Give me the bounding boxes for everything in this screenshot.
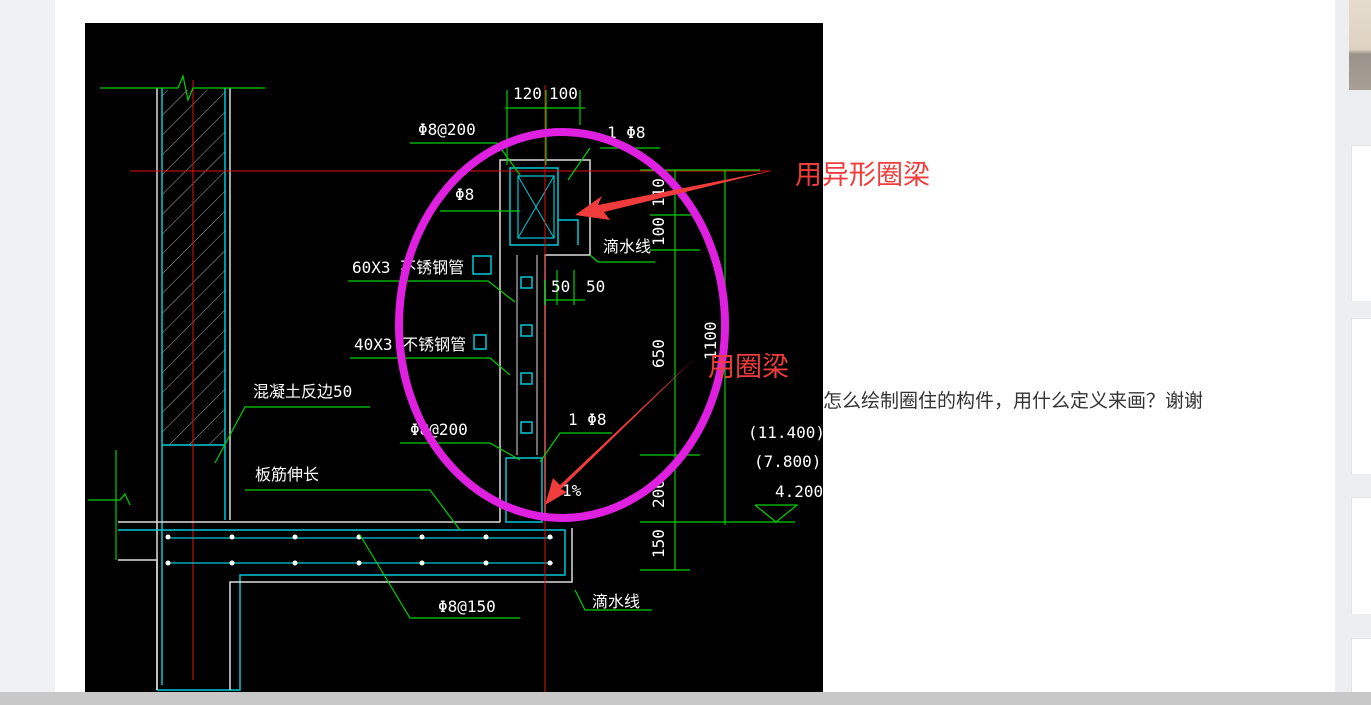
sidebar-card[interactable] [1351, 638, 1371, 693]
dim-label: 100 [549, 84, 578, 103]
dim-label: 150 [649, 529, 668, 558]
horizontal-scrollbar[interactable] [0, 692, 1371, 705]
highlight-circle [395, 128, 729, 522]
rebar-label: Φ8@150 [438, 597, 496, 616]
dim-label: 650 [649, 339, 668, 368]
dim-label: 1100 [701, 321, 720, 360]
slab-label: 板筋伸长 [255, 465, 319, 484]
slope-label: 1% [562, 481, 582, 500]
drip-line-label: 滴水线 [592, 592, 640, 611]
dim-label: 100 [649, 217, 668, 246]
sidebar-card[interactable] [1351, 145, 1371, 301]
elevation-label: (11.400) [748, 423, 825, 442]
rebar-label: 1 Φ8 [568, 410, 607, 429]
sidebar-card[interactable] [1351, 497, 1371, 614]
right-sidebar [1335, 0, 1371, 693]
sidebar-thumbnail[interactable] [1349, 0, 1371, 90]
elevation-label: 4.200 [775, 482, 823, 501]
dim-label: 50 [586, 277, 605, 296]
sidebar-card[interactable] [1351, 318, 1371, 474]
annotation-ring-beam: 用圈梁 [708, 352, 789, 383]
arrow-icon [575, 170, 775, 220]
dim-label: 50 [551, 277, 570, 296]
rebar-label: Φ8@200 [418, 120, 476, 139]
question-text: 怎么绘制圈住的构件，用什么定义来画？谢谢 [823, 390, 1204, 412]
rebar-label: 1 Φ8 [607, 123, 646, 142]
rebar-label: Φ8 [455, 185, 474, 204]
annotation-special-ring-beam: 用异形圈梁 [795, 160, 930, 191]
elevation-label: (7.800) [754, 452, 821, 471]
curb-label: 混凝土反边50 [253, 382, 352, 401]
dim-label: 120 [513, 84, 542, 103]
arrow-icon [545, 358, 695, 505]
drip-line-label: 滴水线 [603, 237, 651, 256]
pipe-label: 40X3 不锈钢管 [354, 335, 466, 354]
